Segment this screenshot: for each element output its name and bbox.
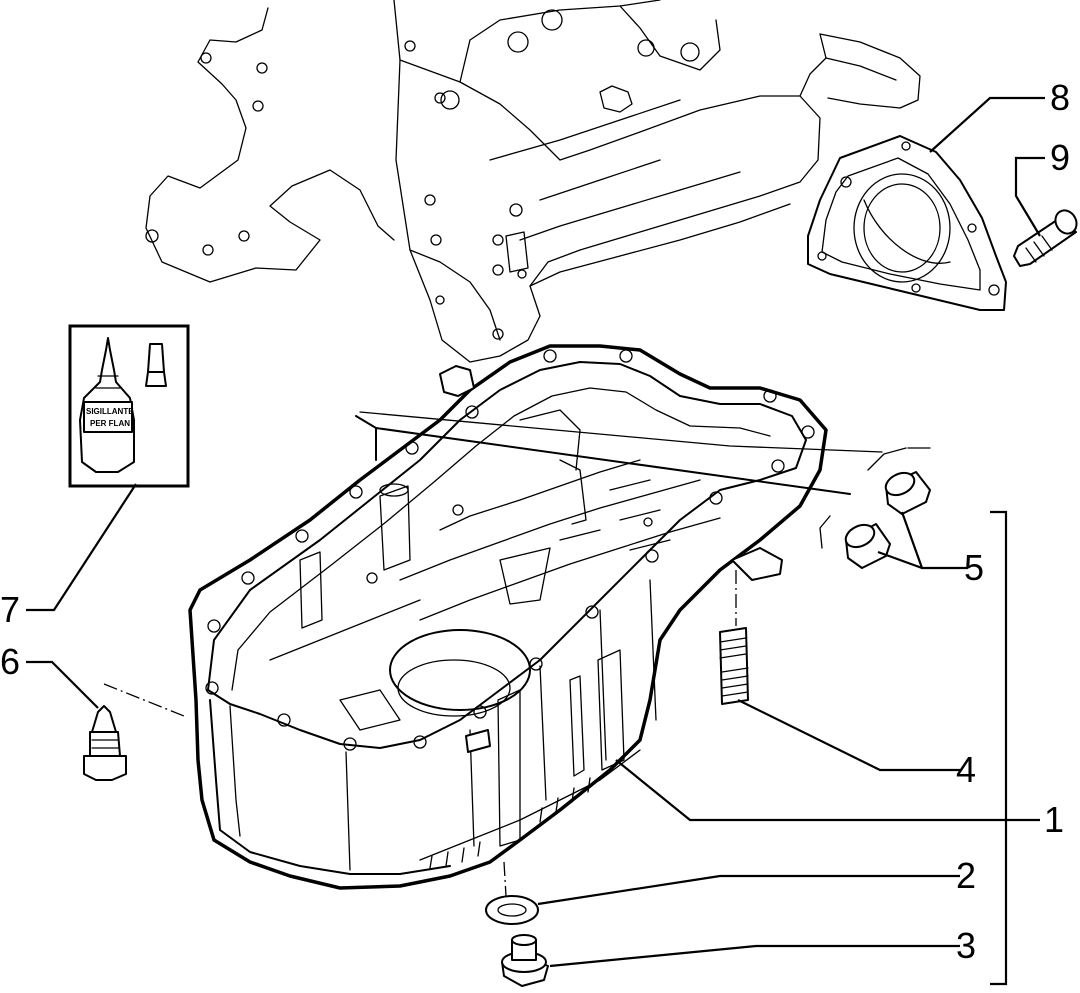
sealant-kit: SIGILLANTE PER FLAN	[68, 324, 190, 488]
engine-block	[145, 0, 921, 363]
bushings	[819, 447, 931, 569]
oil-pan	[188, 344, 828, 890]
callout-labels: 8 9 5 4 1 2 3 7 6	[0, 77, 1070, 966]
bolt	[83, 683, 185, 781]
stud-bolt	[719, 570, 749, 705]
callout-4: 4	[956, 749, 976, 790]
callout-6: 6	[0, 641, 20, 682]
drain-washer	[485, 861, 539, 925]
rear-seal-cover	[807, 135, 1007, 311]
sealant-bottle-label-line1: SIGILLANTE	[86, 407, 134, 416]
callout-9: 9	[1050, 137, 1070, 178]
callout-leaders	[26, 96, 1045, 986]
callout-5: 5	[964, 547, 984, 588]
callout-2: 2	[956, 855, 976, 896]
sealant-bottle-label-line2: PER FLAN	[90, 419, 130, 428]
callout-7: 7	[0, 589, 20, 630]
callout-8: 8	[1050, 77, 1070, 118]
callout-1: 1	[1044, 799, 1064, 840]
callout-3: 3	[956, 925, 976, 966]
reference-lines	[355, 411, 931, 495]
drain-plug	[501, 934, 549, 987]
screw	[1013, 209, 1078, 267]
